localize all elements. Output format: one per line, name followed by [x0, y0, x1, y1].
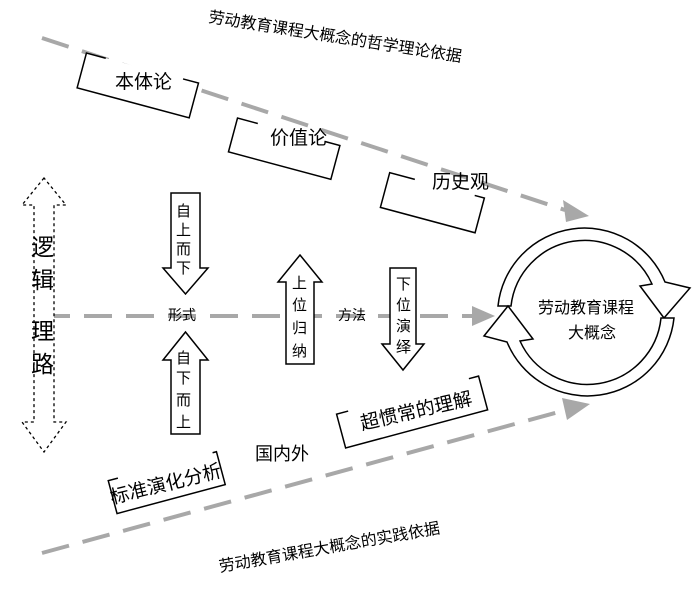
history-box	[379, 171, 486, 234]
induction-char-1: 上	[292, 274, 307, 292]
deduction-char-4: 绎	[396, 338, 411, 356]
practice-dashed-line	[41, 408, 567, 555]
bottom-up-char-4: 上	[176, 413, 191, 431]
center-line-arrowhead	[472, 306, 495, 326]
logic-char-3: 理	[31, 319, 54, 345]
logic-char-1: 逻	[31, 235, 54, 261]
axiology-label: 价值论	[270, 127, 327, 149]
cycle-arrow-bottom	[482, 304, 675, 397]
deduction-char-2: 位	[396, 296, 411, 314]
philosophy-basis-title: 劳动教育课程大概念的哲学理论依据	[207, 7, 463, 66]
domestic-foreign-label: 国内外	[255, 444, 309, 465]
analysis-box	[107, 450, 227, 515]
ontology-label: 本体论	[115, 71, 172, 93]
top-down-char-1: 自	[176, 202, 191, 220]
induction-char-2: 位	[292, 296, 307, 314]
deduction-arrow	[380, 267, 426, 372]
top-down-arrow	[161, 192, 210, 296]
philosophy-line-arrowhead	[563, 200, 589, 222]
form-label: 形式	[168, 308, 196, 324]
top-down-char-4: 下	[176, 259, 191, 277]
bottom-up-arrow	[161, 330, 210, 435]
cycle-title-line1: 劳动教育课程	[538, 298, 634, 317]
method-label: 方法	[338, 308, 366, 324]
logic-char-2: 辑	[31, 268, 54, 294]
logic-double-arrow	[20, 176, 68, 454]
induction-arrow	[276, 253, 324, 365]
practice-basis-title: 劳动教育课程大概念的实践依据	[217, 518, 441, 576]
ontology-box	[76, 52, 200, 119]
axiology-box	[227, 117, 341, 181]
cycle-arrow-top	[497, 227, 692, 320]
top-down-char-3: 而	[176, 240, 191, 258]
logic-char-4: 路	[31, 352, 54, 378]
bottom-up-char-1: 自	[176, 349, 191, 367]
bottom-up-char-2: 下	[176, 369, 191, 387]
induction-char-3: 归	[292, 319, 307, 337]
induction-char-4: 纳	[292, 342, 307, 360]
history-label: 历史观	[432, 171, 489, 193]
top-down-char-2: 上	[176, 221, 191, 239]
deduction-char-1: 下	[396, 275, 411, 293]
deduction-char-3: 演	[396, 317, 411, 335]
beyond-box	[335, 375, 489, 449]
cycle-title-line2: 大概念	[568, 323, 616, 342]
practice-line-arrowhead	[562, 398, 590, 420]
bottom-up-char-3: 而	[176, 391, 191, 409]
